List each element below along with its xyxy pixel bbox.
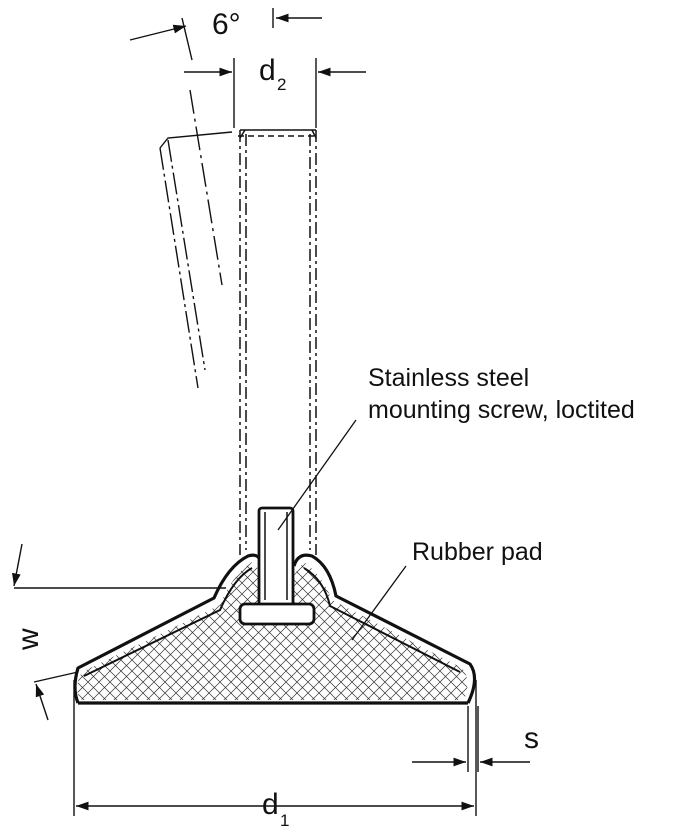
leader-lines	[277, 419, 407, 641]
screw-callout-line1: Stainless steel	[368, 364, 529, 392]
mounting-screw	[238, 506, 316, 626]
angle-label: 6°	[212, 8, 241, 41]
d2-symbol: d	[259, 54, 276, 87]
angle-dimension	[129, 8, 322, 61]
d2-subscript: 2	[277, 75, 286, 94]
d1-label: d 1	[262, 788, 289, 830]
d2-dimension	[184, 58, 366, 128]
w-dimension	[12, 543, 226, 721]
s-dimension	[412, 706, 530, 772]
d1-subscript: 1	[280, 811, 289, 830]
base-inner-outline	[83, 567, 461, 677]
threaded-stud	[238, 129, 318, 555]
pad-callout: Rubber pad	[412, 538, 543, 566]
rubber-pad	[77, 562, 468, 700]
d1-dimension	[73, 680, 477, 816]
base-housing	[73, 553, 477, 705]
screw-callout-line2: mounting screw, loctited	[368, 396, 635, 424]
d1-symbol: d	[262, 788, 279, 821]
d2-label: d 2	[259, 54, 286, 94]
w-label: w	[12, 628, 45, 651]
s-label: s	[524, 722, 539, 755]
tilted-stud-outline	[159, 89, 233, 389]
